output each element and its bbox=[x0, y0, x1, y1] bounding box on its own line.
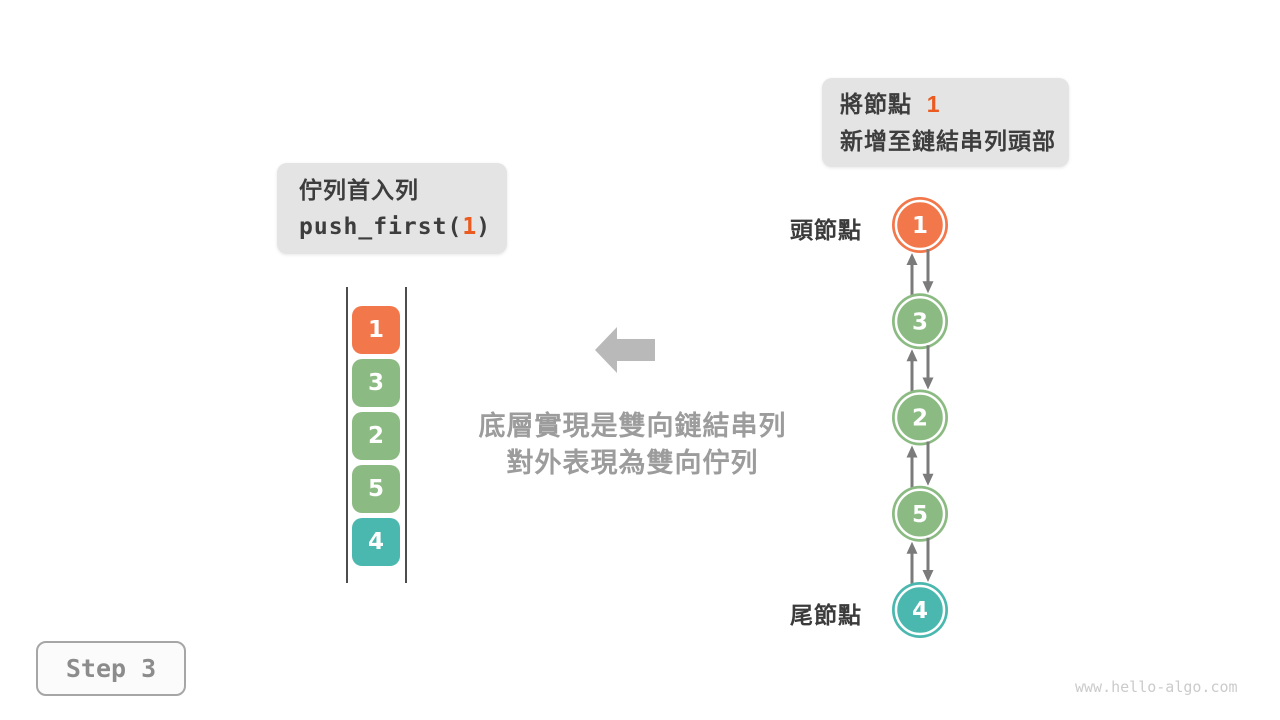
stack-items: 1 3 2 5 4 bbox=[352, 306, 401, 566]
annotation-line1: 將節點 1 bbox=[840, 86, 1069, 123]
prev-arrow-head-icon bbox=[906, 253, 918, 265]
next-arrow-head-icon bbox=[922, 281, 934, 294]
list-node-ring bbox=[894, 584, 946, 636]
list-node-value: 1 bbox=[912, 213, 928, 239]
list-node-ring bbox=[894, 296, 946, 347]
list-node-circle bbox=[892, 293, 948, 350]
code-suffix: ) bbox=[476, 214, 492, 240]
prev-arrow-head-icon bbox=[906, 445, 918, 458]
next-arrow-head-icon bbox=[922, 473, 934, 486]
list-node-ring bbox=[894, 488, 946, 539]
annotation-box: 將節點 1 新增至鏈結串列頭部 bbox=[822, 78, 1069, 167]
note-text: 底層實現是雙向鏈結串列 對外表現為雙向佇列 bbox=[455, 408, 810, 482]
operation-code: push_first(1) bbox=[299, 209, 507, 246]
left-block-arrow-icon bbox=[595, 327, 655, 373]
stack-item-3: 3 bbox=[352, 359, 400, 407]
head-node-label: 頭節點 bbox=[790, 217, 862, 243]
stack-right-rail bbox=[405, 287, 407, 583]
code-arg: 1 bbox=[462, 214, 477, 240]
prev-arrow-head-icon bbox=[906, 349, 918, 362]
list-node-value: 4 bbox=[912, 598, 928, 624]
annotation-line2: 新增至鏈結串列頭部 bbox=[840, 128, 1056, 154]
list-node-value: 5 bbox=[912, 502, 928, 528]
list-node-ring bbox=[894, 392, 946, 443]
operation-title: 佇列首入列 bbox=[299, 177, 419, 203]
list-node-circle bbox=[892, 582, 948, 638]
stack-item-5: 5 bbox=[352, 465, 400, 513]
stack-left-rail bbox=[346, 287, 348, 583]
next-arrow-head-icon bbox=[922, 377, 934, 390]
list-node-circle bbox=[892, 485, 948, 542]
stack-item-4: 4 bbox=[352, 518, 400, 566]
operation-box: 佇列首入列 push_first(1) bbox=[277, 163, 507, 254]
note-line2: 對外表現為雙向佇列 bbox=[506, 448, 759, 478]
list-node-ring bbox=[894, 199, 946, 251]
annotation-node-value: 1 bbox=[926, 91, 941, 117]
list-node-circle bbox=[892, 197, 948, 253]
note-line1: 底層實現是雙向鏈結串列 bbox=[478, 411, 787, 441]
list-node-value: 3 bbox=[912, 309, 928, 335]
step-badge: Step 3 bbox=[36, 641, 186, 696]
annotation-line1-prefix: 將節點 bbox=[840, 91, 912, 117]
stack-item-1: 1 bbox=[352, 306, 400, 354]
list-node-value: 2 bbox=[912, 406, 928, 432]
next-arrow-head-icon bbox=[922, 570, 934, 582]
linked-list-chain: 1 3 2 5 4 bbox=[892, 197, 948, 638]
prev-arrow-head-icon bbox=[906, 541, 918, 554]
list-node-circle bbox=[892, 389, 948, 446]
stack-item-2: 2 bbox=[352, 412, 400, 460]
code-prefix: push_first( bbox=[299, 214, 463, 240]
deque-stack: 1 3 2 5 4 bbox=[346, 287, 407, 583]
tail-node-label: 尾節點 bbox=[790, 602, 862, 628]
watermark: www.hello-algo.com bbox=[1075, 678, 1238, 696]
